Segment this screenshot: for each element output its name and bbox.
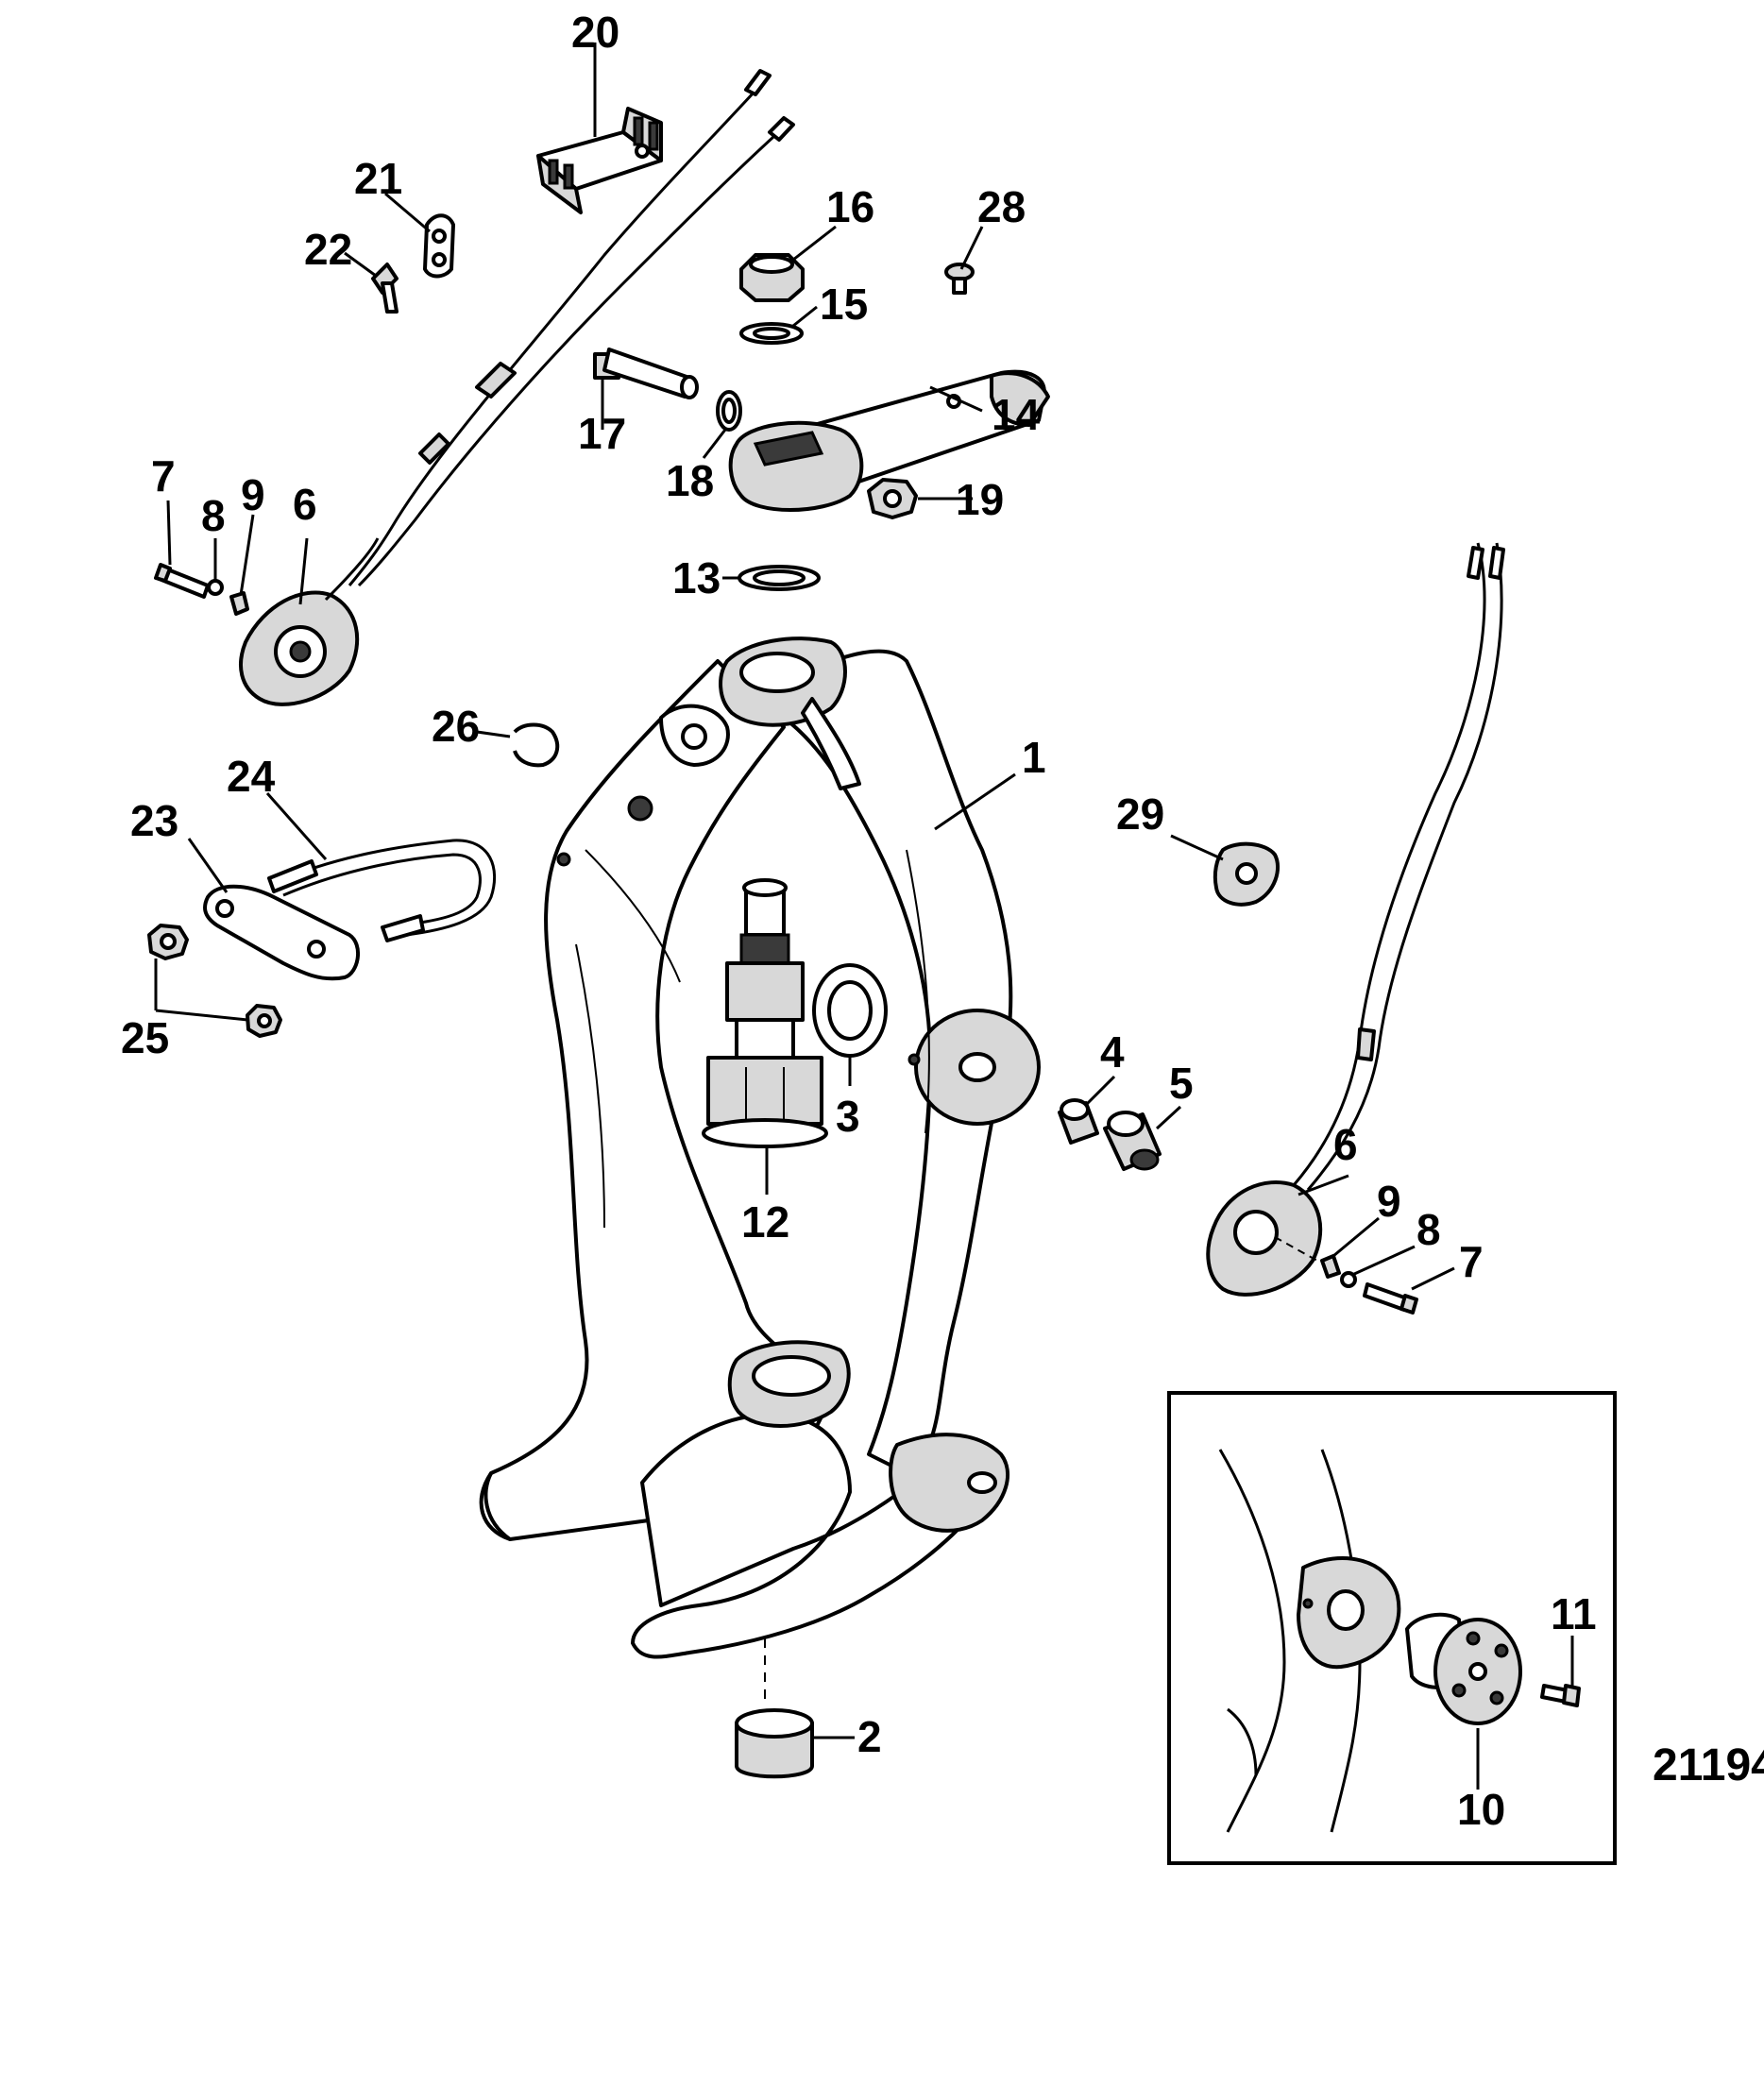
callout-29: 29 (1116, 789, 1164, 839)
part-fasteners-right (1320, 1254, 1418, 1315)
callout-18: 18 (666, 456, 714, 505)
wiring-harness-right (1292, 542, 1505, 1191)
figure-id: 21194 (1653, 1740, 1764, 1790)
callout-7-left: 7 (151, 451, 176, 501)
callout-labels: 1 2 3 4 5 6 6 7 7 8 8 9 9 10 11 12 13 14… (121, 8, 1597, 1834)
callout-4: 4 (1100, 1027, 1125, 1077)
part-nut-19 (867, 478, 918, 519)
part-washer-3 (812, 963, 888, 1058)
part-washer-15 (739, 322, 804, 345)
part-sensor-right (1206, 1180, 1323, 1297)
callout-8-left: 8 (201, 491, 226, 540)
callout-17: 17 (578, 409, 626, 458)
part-bushing-5 (1103, 1111, 1162, 1171)
part-ubolt-24 (267, 839, 497, 942)
callout-20: 20 (571, 8, 619, 57)
part-bolt-17 (593, 348, 699, 399)
part-washer-13 (738, 565, 821, 591)
callout-10: 10 (1457, 1785, 1505, 1834)
callout-11: 11 (1551, 1589, 1597, 1638)
part-nut-16 (739, 253, 805, 302)
part-plate-23 (203, 884, 361, 981)
callout-6-right: 6 (1333, 1120, 1358, 1169)
callout-25: 25 (121, 1013, 169, 1062)
callout-23: 23 (130, 796, 178, 845)
part-clip-29 (1213, 841, 1281, 907)
callout-26: 26 (432, 702, 480, 751)
callout-5: 5 (1169, 1059, 1194, 1108)
part-bushing-lower (735, 1638, 814, 1779)
part-screw-28 (944, 263, 975, 295)
callout-21: 21 (354, 154, 402, 203)
callout-8-right: 8 (1416, 1205, 1441, 1254)
part-retainer-21 (423, 213, 455, 279)
callout-9-left: 9 (241, 470, 265, 519)
part-fasteners-left (154, 563, 249, 616)
callout-9-right: 9 (1377, 1177, 1401, 1226)
callout-28: 28 (977, 182, 1026, 231)
part-ring-26 (513, 722, 560, 768)
callout-16: 16 (826, 182, 874, 231)
leader-lines (154, 42, 1574, 1790)
callout-19: 19 (956, 475, 1004, 524)
callout-22: 22 (304, 225, 352, 274)
part-screw-22 (371, 263, 399, 314)
callout-6-left: 6 (293, 480, 317, 529)
part-washer-18 (716, 390, 742, 432)
part-steering-arm (728, 369, 1050, 512)
part-nuts-25 (147, 924, 282, 1038)
callout-24: 24 (227, 752, 276, 801)
callout-3: 3 (836, 1092, 860, 1141)
callout-12: 12 (741, 1197, 789, 1247)
callout-2: 2 (857, 1712, 882, 1761)
callout-1: 1 (1022, 733, 1046, 782)
wiring-harness-left (348, 69, 795, 587)
part-steering-shaft (702, 878, 828, 1148)
inset-detail-view (1167, 1391, 1617, 1865)
callout-13: 13 (672, 553, 721, 602)
part-sensor-left (239, 537, 380, 706)
callout-15: 15 (820, 280, 868, 329)
part-swivel-bracket (479, 636, 1041, 1659)
part-clip-20 (536, 107, 663, 214)
callout-7-right: 7 (1459, 1237, 1484, 1286)
callout-14: 14 (992, 390, 1041, 439)
part-bushing-4 (1058, 1098, 1099, 1145)
